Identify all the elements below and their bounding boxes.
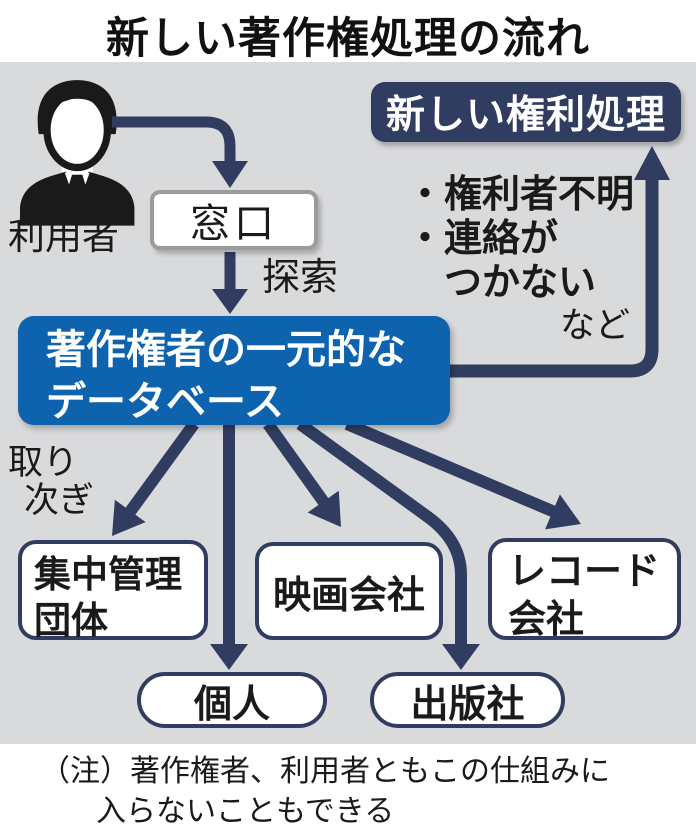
relay-label: 取り 次ぎ [8, 444, 94, 520]
reason-item-2-cont: つかない [406, 260, 597, 304]
etc-label: など [560, 306, 631, 346]
arrow-database-to-record [344, 418, 581, 530]
footnote: （注）著作権者、利用者ともこの仕組みに 入らないこともできる [40, 752, 610, 832]
relay-line1: 取り [8, 443, 79, 483]
arrow-database-to-new-rights [448, 146, 670, 378]
arrow-database-to-individual [210, 424, 248, 670]
org-central-line2: 団体 [34, 599, 108, 643]
footnote-line2: 入らないこともできる [96, 794, 395, 829]
relay-line2: 次ぎ [24, 481, 95, 521]
org-central-line1: 集中管理 [34, 553, 182, 596]
org-record-line1: レコード [508, 549, 661, 593]
reason-item-1: ・権利者不明 [406, 172, 635, 216]
arrow-user-to-window [112, 116, 248, 188]
org-box-record-company: レコード 会社 [488, 538, 681, 641]
user-label: 利用者 [8, 215, 119, 258]
org-box-central-management: 集中管理 団体 [18, 540, 208, 642]
org-individual-label: 個人 [193, 681, 270, 726]
page-title: 新しい著作権処理の流れ [106, 14, 590, 64]
window-box: 窓口 [150, 190, 318, 250]
database-box: 著作権者の一元的な データベース [18, 316, 450, 425]
org-film-label: 映画会社 [272, 572, 425, 617]
window-label: 窓口 [190, 201, 278, 247]
org-box-individual: 個人 [137, 672, 327, 728]
reasons-list: ・権利者不明 ・連絡が つかない [406, 172, 656, 304]
org-box-film-company: 映画会社 [255, 542, 443, 640]
search-label: 探索 [262, 255, 339, 299]
arrow-database-to-publisher [296, 419, 480, 670]
new-rights-label: 新しい権利処理 [385, 93, 666, 138]
arrow-window-to-database [212, 252, 248, 314]
arrow-database-to-central-org [112, 420, 199, 536]
org-record-line2: 会社 [508, 596, 585, 641]
org-publisher-label: 出版社 [410, 681, 525, 726]
database-line2: データベース [46, 379, 284, 425]
reason-item-2: ・連絡が [406, 216, 559, 260]
user-icon [20, 80, 135, 226]
database-line1: 著作権者の一元的な [46, 327, 406, 373]
new-rights-box: 新しい権利処理 [371, 82, 681, 142]
arrow-database-to-film [263, 420, 341, 527]
footnote-line1: （注）著作権者、利用者ともこの仕組みに [40, 754, 610, 789]
org-box-publisher: 出版社 [370, 672, 565, 728]
